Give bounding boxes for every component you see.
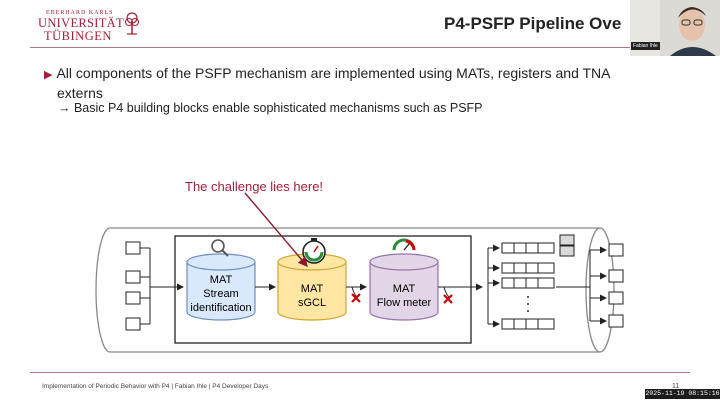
page-number: 11 [672,383,680,390]
footer-divider [30,372,690,373]
logo-line3: TÜBINGEN [44,29,112,43]
mat2-label-2: sGCL [298,297,326,309]
mat1-label-1: MAT [210,274,233,286]
egress-packets [556,243,624,328]
bullet-main-line2: externs [57,85,103,101]
bullet-main-line1: All components of the PSFP mechanism are… [56,65,611,81]
slide-title: P4-PSFP Pipeline Ove [444,14,622,33]
mat3-label-1: MAT [393,283,416,295]
mat1-label-2: Stream [203,288,238,300]
gauge-icon [392,238,416,251]
challenge-annotation: The challenge lies here! [185,179,324,194]
mat-flow-meter [369,253,439,321]
drop-x-icon-2 [443,294,453,304]
egress-queues [487,242,555,330]
mat2-label-1: MAT [301,283,324,295]
bullet-main: ▶All components of the PSFP mechanism ar… [44,64,674,102]
mat3-label-2: Flow meter [377,297,432,309]
mat-sgcl [277,253,347,321]
transmission-gate-icon [559,234,575,257]
university-logo: EBERHARD KARLS UNIVERSITÄT TÜBINGEN [38,10,148,43]
magnifier-icon [211,239,229,257]
bullet-triangle-icon: ▶ [44,69,53,81]
challenge-arrow [244,192,308,268]
ingress-packets [125,241,184,331]
tree-icon [125,12,139,35]
webcam-name-label: Fabian Ihle [631,42,660,50]
webcam-overlay: Fabian Ihle [630,0,720,56]
bullet-sub: → Basic P4 building blocks enable sophis… [58,101,483,115]
header-divider [30,47,690,48]
mat1-label-3: identification [190,302,251,314]
drop-x-icon-1 [351,293,361,303]
stopwatch-icon [302,238,326,264]
footer-text: Implementation of Periodic Behavior with… [42,383,269,390]
logo-line2: UNIVERSITÄT [38,16,124,30]
mat-stream-identification [186,253,256,321]
timestamp-overlay: 2025-11-19 08:15:16 [645,389,720,399]
person-video-icon [630,0,720,56]
logo-line1: EBERHARD KARLS [46,10,114,16]
